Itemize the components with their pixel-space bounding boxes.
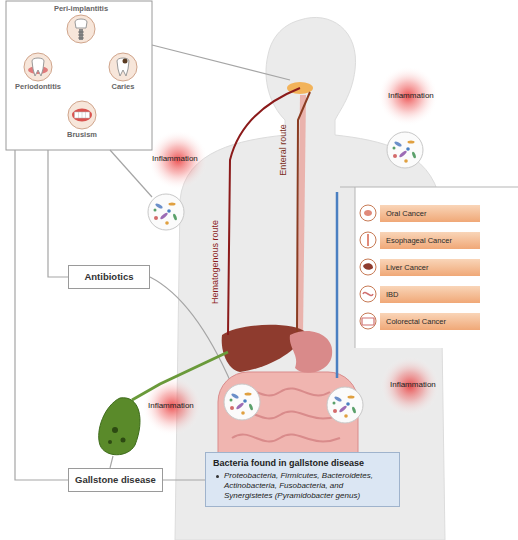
disease-band: IBD bbox=[380, 286, 480, 303]
inflammation-glow-part bbox=[378, 66, 438, 126]
disease-name: Oral Cancer bbox=[386, 205, 480, 222]
disease-item: Peri-implantitis bbox=[45, 4, 117, 44]
inflammation-glow-part bbox=[380, 356, 440, 416]
organs-part bbox=[290, 331, 332, 373]
disease-label: Brusism bbox=[50, 130, 114, 140]
route-label: Hematogenous route bbox=[210, 220, 221, 304]
oral-disease-panel bbox=[6, 1, 152, 150]
box-label: Gallstone disease bbox=[75, 474, 156, 486]
route-label: Enteral route bbox=[278, 124, 289, 176]
disease-panel-part bbox=[362, 318, 374, 325]
routes-part bbox=[228, 88, 300, 335]
implant-thread bbox=[78, 32, 84, 38]
gallbladder-part bbox=[108, 440, 112, 444]
icon-circle bbox=[24, 53, 52, 81]
tooth-symbol bbox=[32, 58, 44, 76]
leader-lines-part bbox=[110, 456, 113, 468]
inflammation-glow-part bbox=[148, 130, 208, 190]
leader-lines bbox=[15, 45, 290, 480]
lips-symbol bbox=[72, 109, 92, 122]
icon-circle bbox=[68, 101, 96, 129]
disease-icon bbox=[108, 52, 138, 82]
inflammation-label: Inflammation bbox=[148, 401, 194, 411]
gallbladder bbox=[99, 352, 228, 455]
bacteria-clusters-part bbox=[224, 384, 260, 420]
disease-label: Periodontitis bbox=[4, 82, 72, 92]
disease-item: Caries bbox=[96, 52, 150, 92]
caries-spot bbox=[123, 59, 128, 64]
leader-lines-part bbox=[110, 150, 152, 197]
bullet-row: Proteobacteria, Firmicutes, Bacteroidete… bbox=[213, 471, 392, 501]
disease-band: Oral Cancer bbox=[380, 205, 480, 222]
organs bbox=[218, 82, 358, 484]
connector-line bbox=[163, 479, 205, 480]
icon-circle bbox=[67, 15, 95, 43]
disease-label: Peri-implantitis bbox=[45, 4, 117, 14]
gallbladder-part bbox=[112, 427, 118, 433]
disease-panel-part bbox=[336, 192, 339, 378]
bacteria-clusters-part bbox=[327, 387, 363, 423]
gallbladder-part bbox=[132, 352, 228, 400]
disease-icon bbox=[66, 14, 96, 44]
info-heading: Bacteria found in gallstone disease bbox=[213, 457, 392, 469]
disease-panel-part bbox=[360, 232, 376, 248]
bacteria-list: Proteobacteria, Firmicutes, Bacteroidete… bbox=[224, 471, 392, 501]
disease-panel-part bbox=[360, 313, 376, 329]
disease-panel bbox=[337, 187, 518, 378]
gallbladder-part bbox=[121, 438, 126, 443]
bacteria-clusters-part bbox=[387, 132, 423, 168]
inflammation-label: Inflammation bbox=[390, 380, 436, 390]
disease-panel-part bbox=[363, 263, 373, 270]
disease-panel-part bbox=[364, 210, 372, 216]
routes bbox=[228, 88, 310, 335]
disease-panel-part bbox=[363, 293, 373, 296]
disease-name: Esophageal Cancer bbox=[386, 232, 480, 249]
disease-panel-part bbox=[360, 286, 376, 302]
inflammation-label: Inflammation bbox=[152, 154, 198, 164]
disease-panel-part bbox=[360, 205, 376, 221]
inflammation-label: Inflammation bbox=[388, 91, 434, 101]
disease-band: Liver Cancer bbox=[380, 259, 480, 276]
routes-part bbox=[297, 92, 310, 332]
box-label: Antibiotics bbox=[75, 271, 143, 283]
inflammation-glow-part bbox=[142, 376, 202, 436]
disease-panel-part bbox=[340, 187, 518, 348]
gallbladder-part bbox=[99, 398, 140, 455]
disease-name: IBD bbox=[386, 286, 480, 303]
bullet-dot bbox=[216, 475, 219, 478]
bacteria-info-box: Bacteria found in gallstone diseaseProte… bbox=[205, 452, 400, 507]
antibiotics-box: Antibiotics bbox=[68, 265, 150, 289]
implant-screw bbox=[79, 29, 83, 40]
leader-lines-part bbox=[15, 150, 68, 480]
gallstone-box: Gallstone disease bbox=[68, 468, 163, 492]
disease-band: Colorectal Cancer bbox=[380, 313, 480, 330]
disease-panel-part bbox=[355, 187, 518, 348]
disease-panel-part bbox=[360, 259, 376, 275]
disease-panel-part bbox=[367, 234, 369, 246]
disease-label: Caries bbox=[96, 82, 150, 92]
disease-item: Periodontitis bbox=[4, 52, 72, 92]
disease-icon bbox=[67, 100, 97, 130]
leader-lines-part bbox=[152, 45, 290, 80]
disease-band: Esophageal Cancer bbox=[380, 232, 480, 249]
teeth-symbol bbox=[79, 112, 86, 118]
bacteria-clusters-part bbox=[148, 194, 184, 230]
disease-icon bbox=[23, 52, 53, 82]
icon-circle bbox=[109, 53, 137, 81]
teeth-symbol bbox=[75, 112, 90, 118]
disease-name: Colorectal Cancer bbox=[386, 313, 480, 330]
tooth-crown bbox=[75, 19, 87, 28]
disease-name: Liver Cancer bbox=[386, 259, 480, 276]
organs-part bbox=[300, 95, 303, 335]
tooth-symbol bbox=[117, 58, 129, 76]
leader-lines-part bbox=[48, 150, 68, 277]
disease-item: Brusism bbox=[50, 100, 114, 140]
